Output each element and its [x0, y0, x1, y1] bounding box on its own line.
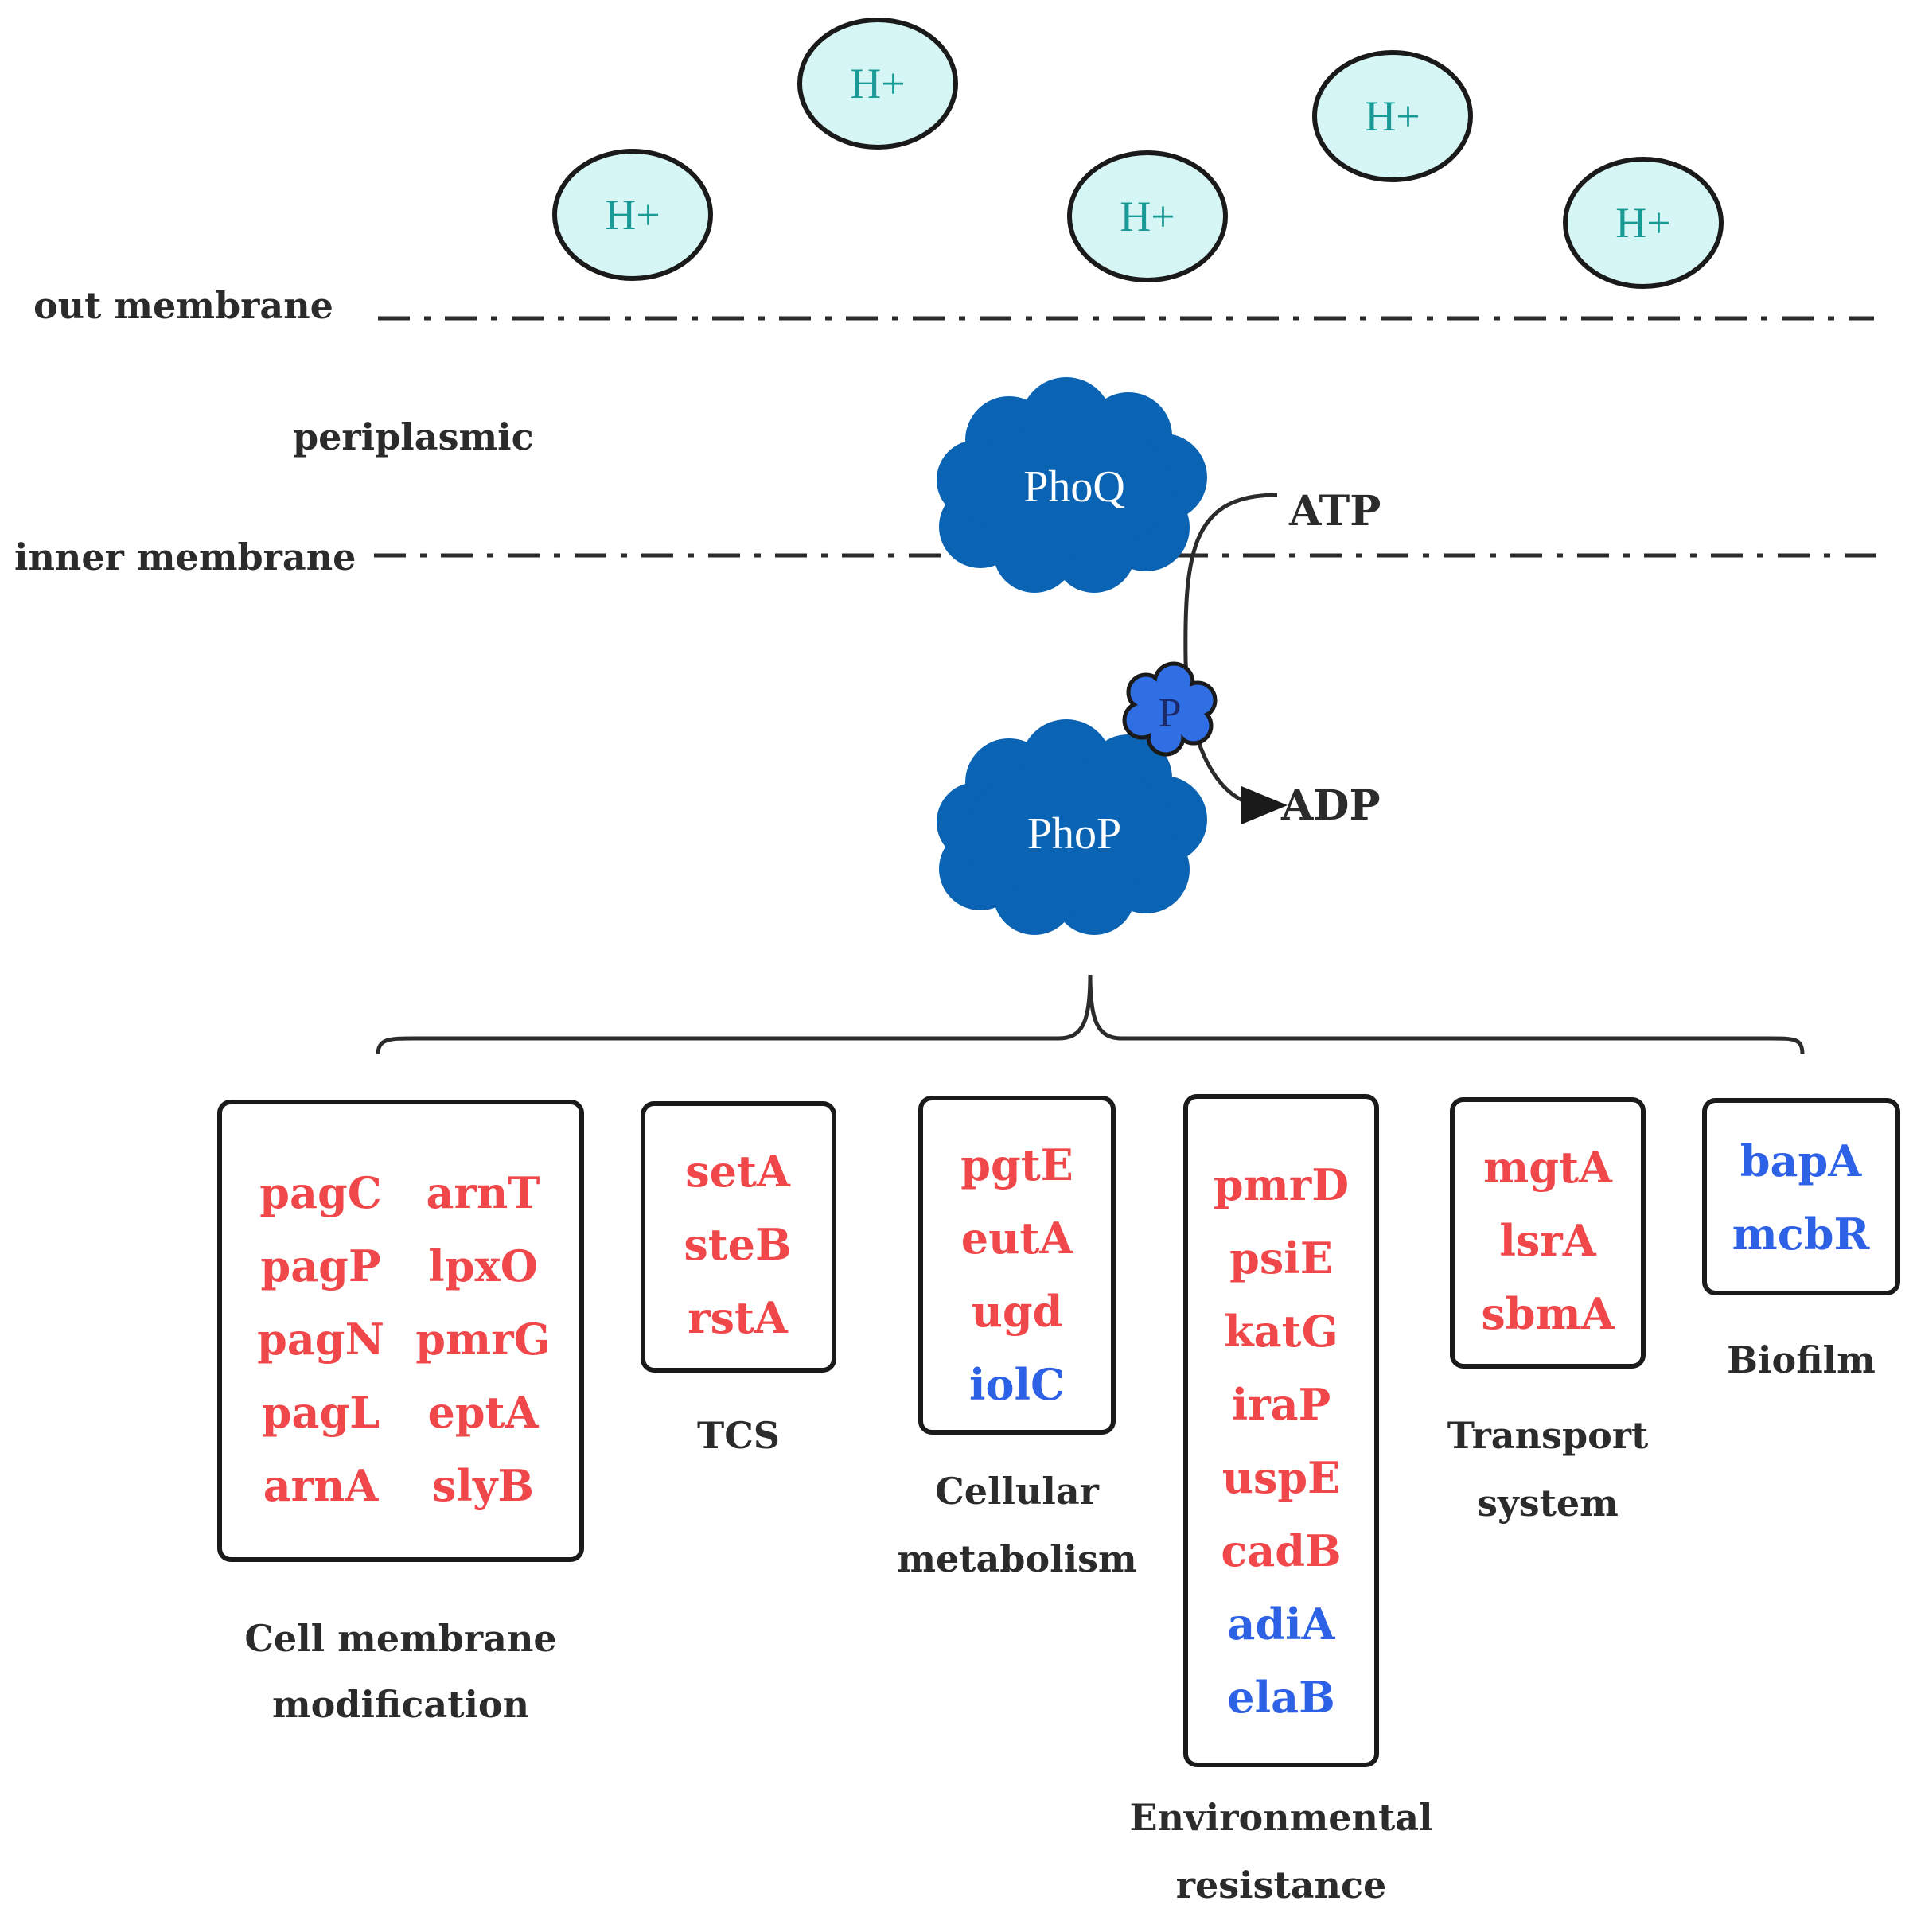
- atp-adp-arrow: [1183, 493, 1278, 808]
- gene-category: setA steB rstA TCS: [641, 1101, 836, 1457]
- gene-category-label: Cellular: [935, 1470, 1100, 1513]
- gene-category-label: TCS: [697, 1414, 780, 1457]
- proton-ion-label: H+: [1120, 193, 1175, 240]
- gene-label: arnT: [427, 1167, 540, 1218]
- gene-category: pagC arnT pagP lpxO pagN pmrG pagL eptA arnA slyB…: [217, 1100, 584, 1726]
- gene-category-label: system: [1477, 1482, 1619, 1525]
- phoq-label: PhoQ: [1023, 462, 1125, 512]
- gene-label: setA: [685, 1146, 791, 1197]
- gene-categories: pagC arnT pagP lpxO pagN pmrG pagL eptA arnA slyB…: [217, 1094, 1900, 1907]
- gene-label: rstA: [688, 1292, 789, 1343]
- proton-ion-label: H+: [850, 60, 905, 107]
- proton-ion: H+: [797, 18, 958, 150]
- gene-category-box: [641, 1101, 836, 1373]
- proton-ion-circle: [552, 149, 713, 281]
- gene-category: pgtE eutA ugd iolC Cellular metabolism: [897, 1096, 1137, 1580]
- phosphate-label: P: [1159, 691, 1182, 736]
- phoq-protein: PhoQ: [937, 377, 1207, 593]
- proton-ion-label: H+: [1365, 92, 1420, 140]
- gene-label: pagN: [257, 1314, 384, 1365]
- gene-label: eutA: [961, 1213, 1074, 1264]
- proton-ion: H+: [1312, 50, 1473, 182]
- proton-ion-circle: [1067, 150, 1228, 282]
- phosphate-group: P: [1122, 661, 1218, 757]
- gene-category-box: [1183, 1094, 1379, 1767]
- gene-label: iraP: [1232, 1379, 1331, 1430]
- gene-category-box: [217, 1100, 584, 1562]
- proton-ion-label: H+: [1615, 199, 1670, 247]
- gene-label: psiE: [1229, 1233, 1333, 1283]
- gene-label: steB: [684, 1219, 791, 1270]
- gene-label: adiA: [1227, 1599, 1335, 1650]
- gene-label: uspE: [1222, 1452, 1341, 1503]
- gene-label: pagP: [260, 1241, 380, 1291]
- inner-membrane-label: inner membrane: [14, 536, 356, 578]
- gene-category: mgtA lsrA sbmA Transport system: [1447, 1097, 1649, 1525]
- gene-label: pmrG: [415, 1314, 550, 1365]
- gene-label: bapA: [1740, 1135, 1863, 1186]
- periplasmic-label: periplasmic: [293, 415, 534, 458]
- gene-category-box: [1450, 1097, 1646, 1369]
- gene-label: pagL: [262, 1387, 380, 1438]
- proton-ion-circle: [797, 18, 958, 150]
- gene-category-box: [918, 1096, 1116, 1435]
- gene-label: arnA: [263, 1460, 380, 1511]
- proton-ion-circle: [1312, 50, 1473, 182]
- gene-label: sbmA: [1481, 1288, 1615, 1339]
- gene-category: pmrD psiE katG iraP uspE cadB adiA elaB Environm…: [1130, 1094, 1433, 1907]
- gene-category-label: Biofilm: [1727, 1338, 1876, 1381]
- adp-label: ADP: [1280, 781, 1381, 830]
- gene-label: iolC: [969, 1359, 1065, 1410]
- gene-label: eptA: [428, 1387, 540, 1438]
- phop-label: PhoP: [1027, 809, 1121, 859]
- gene-category-label: resistance: [1176, 1864, 1387, 1907]
- proton-ion-label: H+: [605, 191, 660, 239]
- proton-ion: H+: [1067, 150, 1228, 282]
- gene-label: cadB: [1221, 1525, 1341, 1576]
- gene-category-label: Environmental: [1130, 1796, 1433, 1839]
- target-genes-brace: [376, 974, 1805, 1055]
- gene-label: pgtE: [960, 1139, 1073, 1190]
- gene-label: ugd: [972, 1286, 1063, 1337]
- proton-ions: H+ H+ H+ H+ H+: [552, 18, 1724, 289]
- gene-label: katG: [1224, 1306, 1338, 1357]
- gene-label: lpxO: [428, 1241, 538, 1291]
- adp-arrowhead: [1241, 786, 1288, 824]
- gene-category-label: metabolism: [897, 1537, 1136, 1580]
- gene-category-label: Cell membrane: [244, 1617, 556, 1660]
- gene-label: mcbR: [1732, 1209, 1871, 1260]
- gene-category-label: modification: [272, 1683, 529, 1726]
- gene-label: elaB: [1227, 1672, 1335, 1723]
- gene-category: bapA mcbR Biofilm: [1702, 1098, 1900, 1381]
- proton-ion-circle: [1563, 157, 1724, 289]
- phop-protein: PhoP: [937, 719, 1207, 935]
- atp-label: ATP: [1288, 487, 1381, 536]
- gene-label: mgtA: [1483, 1142, 1613, 1193]
- proton-ion: H+: [552, 149, 713, 281]
- proton-ion: H+: [1563, 157, 1724, 289]
- gene-label: lsrA: [1499, 1215, 1596, 1266]
- gene-label: pagC: [259, 1167, 381, 1218]
- gene-category-box: [1702, 1098, 1900, 1295]
- gene-label: slyB: [432, 1460, 534, 1511]
- gene-category-label: Transport: [1447, 1414, 1649, 1457]
- outer-membrane-label: out membrane: [33, 284, 333, 327]
- gene-label: pmrD: [1214, 1159, 1349, 1210]
